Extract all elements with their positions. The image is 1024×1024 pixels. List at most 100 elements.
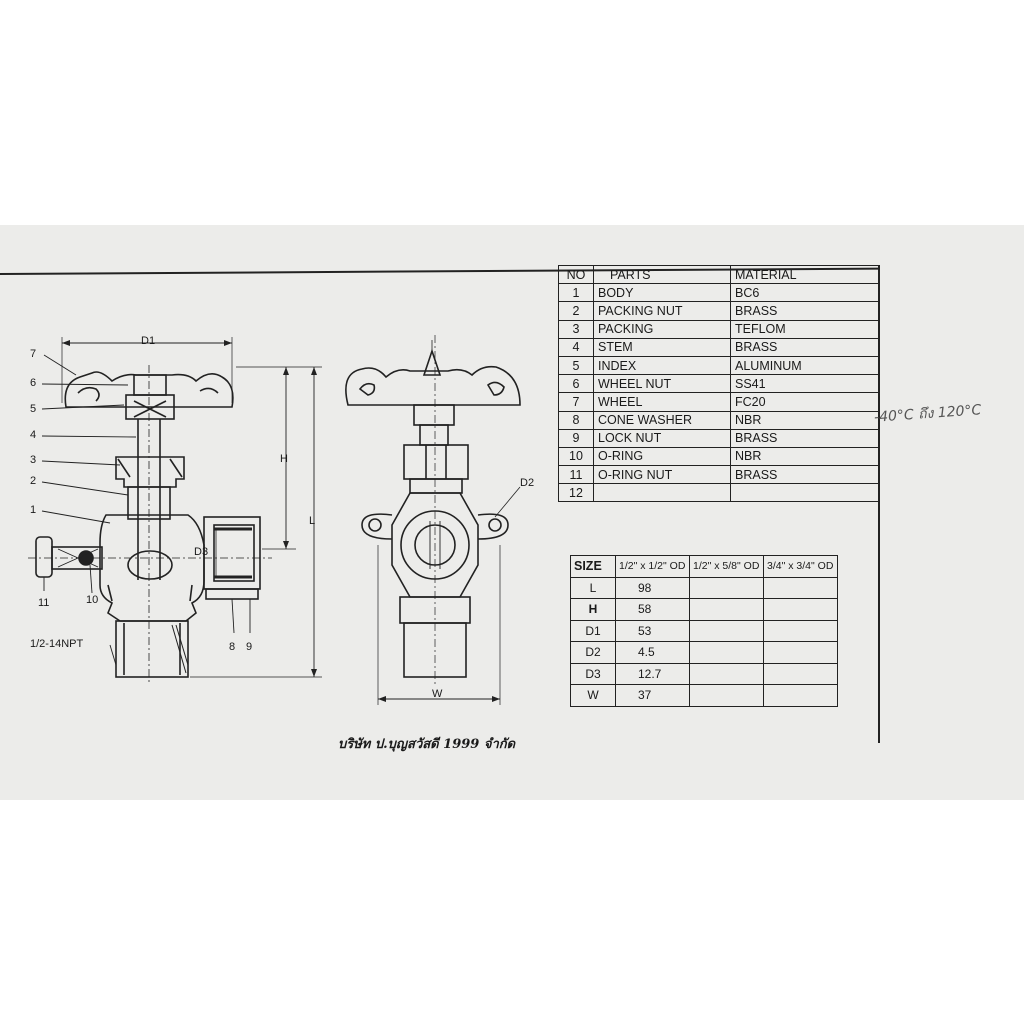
row-no: 8 bbox=[558, 410, 594, 430]
callout-10: 10 bbox=[86, 594, 99, 606]
row-part: WHEEL bbox=[593, 392, 731, 412]
header-size-col3: 3/4" x 3/4" OD bbox=[763, 555, 838, 578]
row-material: NBR bbox=[730, 410, 880, 430]
callout-5: 5 bbox=[30, 403, 37, 415]
row-value bbox=[763, 619, 838, 642]
side-section-view bbox=[28, 337, 322, 685]
row-part: CONE WASHER bbox=[593, 410, 731, 430]
header-parts: PARTS bbox=[593, 264, 731, 285]
mounting-ear-left bbox=[361, 513, 393, 540]
row-no: 6 bbox=[558, 374, 594, 394]
company-name: บริษัท ป.บุญสวัสดี 1999 จำกัด bbox=[338, 737, 516, 752]
row-no: 12 bbox=[558, 483, 594, 503]
row-label: D2 bbox=[570, 641, 616, 664]
row-part: BODY bbox=[593, 283, 731, 303]
parts-header-row: NO PARTS MATERIAL bbox=[558, 264, 880, 285]
row-material: NBR bbox=[730, 446, 880, 467]
front-view bbox=[345, 335, 521, 705]
row-no: 1 bbox=[558, 283, 594, 303]
callout-8: 8 bbox=[229, 641, 236, 653]
row-value bbox=[689, 662, 764, 685]
dimension-d3: D3 bbox=[194, 546, 209, 558]
row-value: 4.5 bbox=[615, 641, 690, 664]
row-no: 3 bbox=[558, 319, 594, 339]
document-sheet: 7 6 5 4 3 2 1 11 10 8 9 D1 H L D3 D2 W 1… bbox=[0, 225, 1024, 800]
row-part: O-RING NUT bbox=[593, 465, 731, 485]
row-value: 37 bbox=[615, 684, 690, 707]
handwritten-temperature-note: -40°C ถึง 120°C bbox=[873, 402, 982, 426]
callout-7: 7 bbox=[30, 348, 37, 360]
dimension-h: H bbox=[280, 453, 288, 465]
row-value bbox=[763, 662, 838, 685]
row-no: 10 bbox=[558, 446, 594, 467]
row-label: H bbox=[570, 598, 616, 621]
row-value bbox=[763, 684, 838, 707]
row-material: BRASS bbox=[730, 337, 880, 357]
dimension-d2: D2 bbox=[520, 477, 535, 489]
header-size-col1: 1/2" x 1/2" OD bbox=[615, 555, 690, 578]
row-material bbox=[730, 483, 880, 503]
callout-4: 4 bbox=[30, 429, 37, 441]
packing-nut bbox=[115, 456, 185, 488]
bottom-pipe bbox=[115, 620, 189, 678]
dimension-d1: D1 bbox=[141, 335, 156, 347]
row-value bbox=[689, 598, 764, 621]
front-packing-nut bbox=[403, 444, 469, 480]
row-value bbox=[689, 619, 764, 642]
row-no: 11 bbox=[558, 465, 594, 485]
row-part: INDEX bbox=[593, 355, 731, 376]
row-part: PACKING NUT bbox=[593, 301, 731, 321]
callout-2: 2 bbox=[30, 475, 37, 487]
valve-technical-drawing bbox=[28, 335, 521, 705]
header-size: SIZE bbox=[570, 555, 616, 578]
callout-9: 9 bbox=[246, 641, 253, 653]
callout-11: 11 bbox=[38, 597, 50, 609]
row-no: 7 bbox=[558, 392, 594, 412]
row-part: O-RING bbox=[593, 446, 731, 467]
frame-right-line bbox=[878, 265, 880, 743]
front-body bbox=[391, 492, 479, 598]
dimension-l: L bbox=[309, 515, 316, 527]
row-no: 9 bbox=[558, 428, 594, 448]
row-no: 4 bbox=[558, 337, 594, 357]
row-label: W bbox=[570, 684, 616, 707]
row-part: PACKING bbox=[593, 319, 731, 339]
valve-body bbox=[99, 514, 205, 622]
row-material: BC6 bbox=[730, 283, 880, 303]
row-material: ALUMINUM bbox=[730, 355, 880, 376]
row-part: STEM bbox=[593, 337, 731, 357]
row-value bbox=[689, 684, 764, 707]
header-size-col2: 1/2" x 5/8" OD bbox=[689, 555, 764, 578]
callout-6: 6 bbox=[30, 377, 37, 389]
table-row: 12 bbox=[558, 483, 880, 503]
row-value bbox=[689, 641, 764, 664]
row-value: 53 bbox=[615, 619, 690, 642]
row-label: L bbox=[570, 576, 616, 599]
row-value bbox=[689, 576, 764, 599]
thread-label: 1/2-14NPT bbox=[30, 638, 84, 650]
row-no: 2 bbox=[558, 301, 594, 321]
row-label: D3 bbox=[570, 662, 616, 685]
row-material: BRASS bbox=[730, 465, 880, 485]
row-material: FC20 bbox=[730, 392, 880, 412]
mounting-ear-right bbox=[477, 513, 509, 540]
o-ring-nut bbox=[35, 536, 53, 578]
row-no: 5 bbox=[558, 355, 594, 376]
row-part: LOCK NUT bbox=[593, 428, 731, 448]
front-handwheel bbox=[345, 365, 521, 406]
row-material: BRASS bbox=[730, 428, 880, 448]
